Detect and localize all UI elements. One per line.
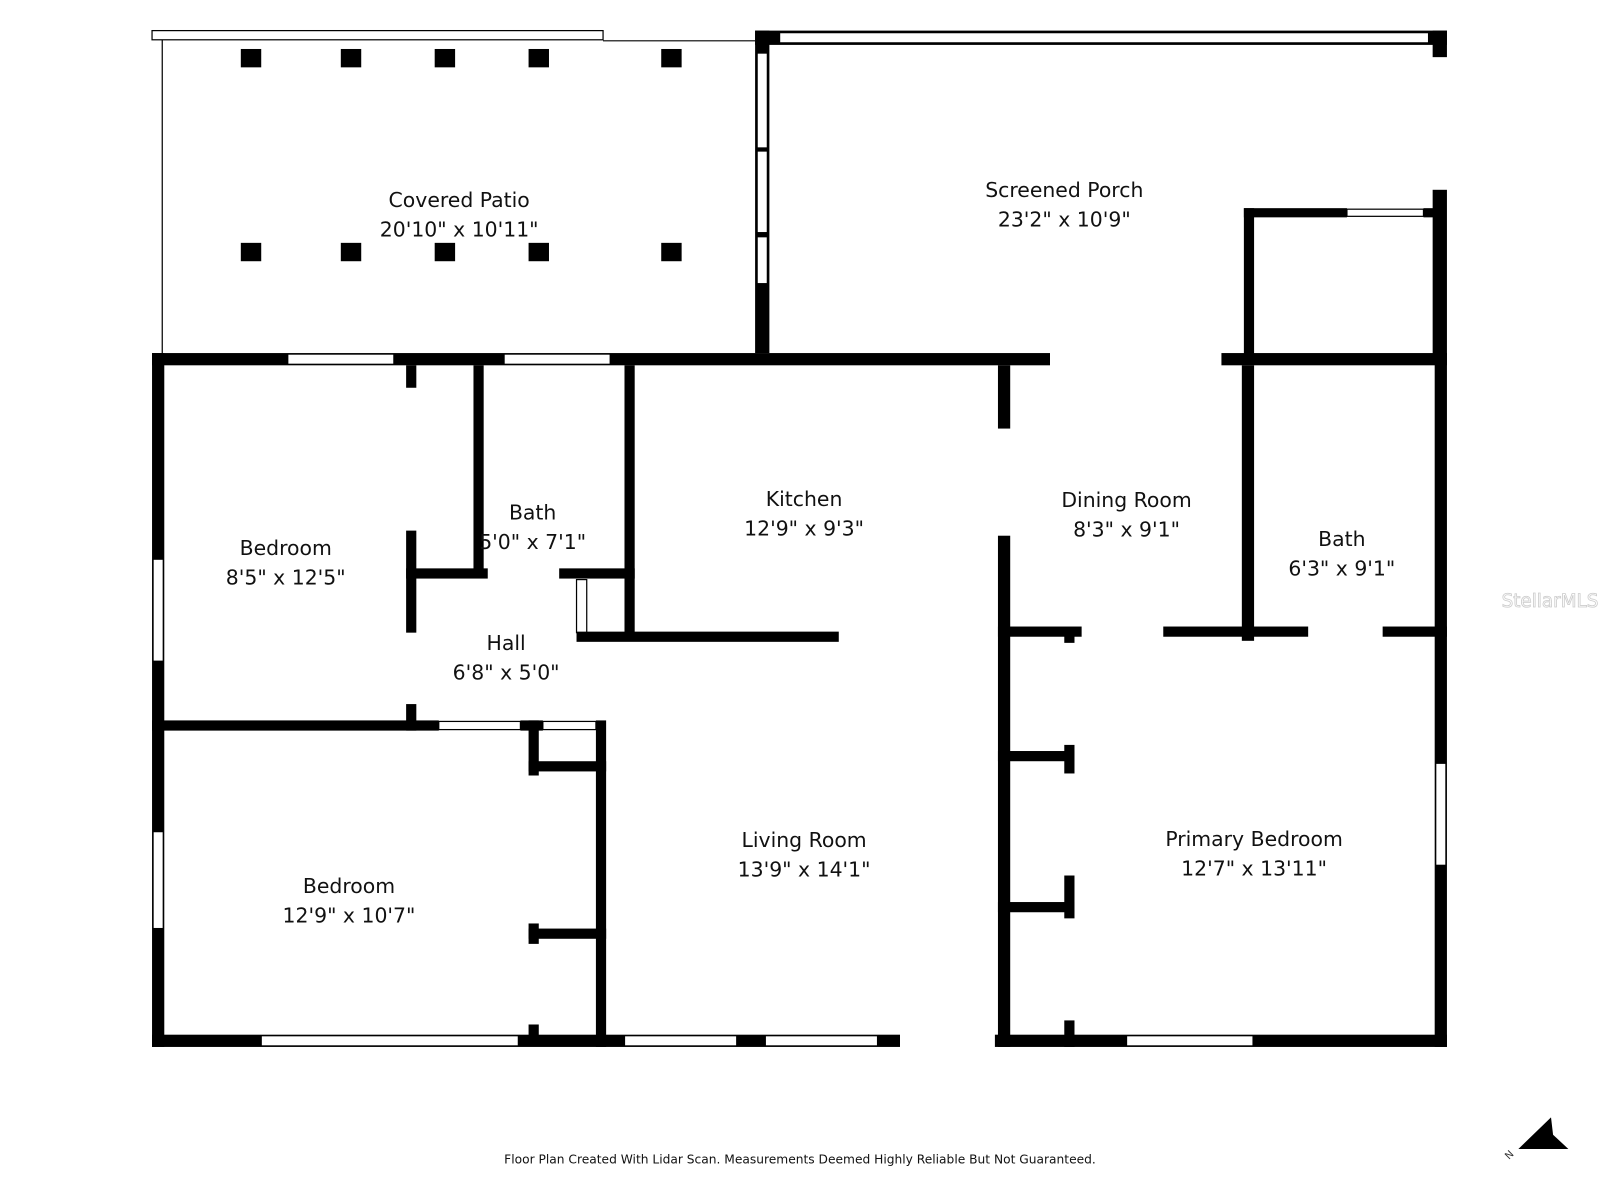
patio-posts bbox=[240, 48, 682, 262]
room-label-kitchen: Kitchen 12'9" x 9'3" bbox=[744, 487, 864, 541]
svg-text:23'2" x 10'9": 23'2" x 10'9" bbox=[998, 208, 1131, 232]
svg-text:20'10" x 10'11": 20'10" x 10'11" bbox=[380, 218, 539, 242]
svg-text:6'3" x 9'1": 6'3" x 9'1" bbox=[1288, 557, 1395, 581]
svg-text:8'5" x 12'5": 8'5" x 12'5" bbox=[226, 566, 346, 590]
svg-text:12'9" x 10'7": 12'9" x 10'7" bbox=[283, 903, 416, 927]
svg-text:Screened Porch: Screened Porch bbox=[985, 178, 1143, 202]
svg-text:6'8" x 5'0": 6'8" x 5'0" bbox=[453, 661, 560, 685]
svg-text:Covered Patio: Covered Patio bbox=[389, 188, 530, 212]
svg-text:Primary Bedroom: Primary Bedroom bbox=[1165, 827, 1343, 851]
room-label-living-room: Living Room 13'9" x 14'1" bbox=[738, 828, 871, 882]
house-walls bbox=[152, 352, 1447, 1048]
svg-text:Bath: Bath bbox=[1318, 527, 1365, 551]
watermark: StellarMLS bbox=[1502, 591, 1599, 612]
room-label-covered-patio: Covered Patio 20'10" x 10'11" bbox=[380, 188, 539, 242]
room-label-screened-porch: Screened Porch 23'2" x 10'9" bbox=[985, 178, 1143, 232]
footer-disclaimer: Floor Plan Created With Lidar Scan. Meas… bbox=[504, 1152, 1096, 1166]
room-label-bedroom-2: Bedroom 12'9" x 10'7" bbox=[283, 874, 416, 928]
svg-text:Living Room: Living Room bbox=[741, 828, 866, 852]
svg-text:N: N bbox=[1503, 1149, 1516, 1162]
svg-text:Bedroom: Bedroom bbox=[240, 536, 332, 560]
svg-text:Bedroom: Bedroom bbox=[303, 874, 395, 898]
svg-text:Hall: Hall bbox=[487, 631, 526, 655]
svg-text:12'7" x 13'11": 12'7" x 13'11" bbox=[1181, 857, 1327, 881]
svg-text:13'9" x 14'1": 13'9" x 14'1" bbox=[738, 858, 871, 882]
room-label-bedroom-1: Bedroom 8'5" x 12'5" bbox=[226, 536, 346, 590]
svg-text:12'9" x 9'3": 12'9" x 9'3" bbox=[744, 517, 864, 541]
svg-text:5'0" x 7'1": 5'0" x 7'1" bbox=[479, 530, 586, 554]
room-label-hall: Hall 6'8" x 5'0" bbox=[453, 631, 560, 685]
screened-porch-walls bbox=[755, 30, 1447, 356]
room-label-bath-2: Bath 6'3" x 9'1" bbox=[1288, 527, 1395, 581]
room-label-bath-1: Bath 5'0" x 7'1" bbox=[479, 500, 586, 554]
svg-text:Dining Room: Dining Room bbox=[1061, 488, 1191, 512]
svg-text:8'3" x 9'1": 8'3" x 9'1" bbox=[1073, 518, 1180, 542]
north-arrow-icon: N bbox=[1503, 1117, 1569, 1162]
room-label-dining-room: Dining Room 8'3" x 9'1" bbox=[1061, 488, 1191, 542]
interior-walls bbox=[152, 365, 1447, 1047]
svg-text:Kitchen: Kitchen bbox=[766, 487, 843, 511]
svg-text:Bath: Bath bbox=[509, 500, 556, 524]
covered-patio-outline bbox=[151, 30, 756, 354]
room-label-primary-bedroom: Primary Bedroom 12'7" x 13'11" bbox=[1165, 827, 1343, 881]
